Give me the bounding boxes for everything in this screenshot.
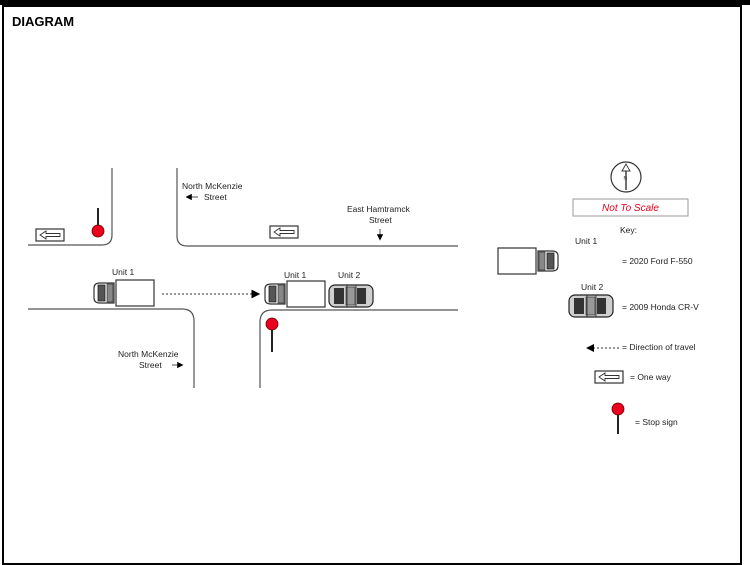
svg-text:= 2020 Ford F-550: = 2020 Ford F-550	[622, 256, 693, 266]
legend-title: Key:	[620, 225, 637, 235]
unit1-initial: Unit 1	[93, 267, 155, 307]
svg-text:Unit 1: Unit 1	[284, 270, 306, 280]
unit2-final: Unit 2	[328, 270, 374, 308]
svg-text:= One way: = One way	[630, 372, 672, 382]
stop-sign-bottom	[265, 317, 279, 352]
svg-text:Street: Street	[204, 192, 227, 202]
svg-text:Not To Scale: Not To Scale	[602, 203, 659, 214]
svg-text:Unit 2: Unit 2	[338, 270, 360, 280]
svg-text:Unit 2: Unit 2	[581, 282, 603, 292]
legend-oneway: = One way	[594, 370, 672, 384]
unit1-final: Unit 1	[264, 270, 326, 308]
oneway-sign-left	[35, 228, 65, 242]
svg-text:= 2009 Honda CR-V: = 2009 Honda CR-V	[622, 302, 699, 312]
legend-direction: = Direction of travel	[586, 342, 696, 352]
svg-text:Unit 1: Unit 1	[575, 236, 597, 246]
legend-unit2: Unit 2 = 2009 Honda CR-V	[568, 282, 699, 318]
road-edge-bottom-left	[28, 308, 195, 388]
svg-text:Street: Street	[369, 215, 392, 225]
top-border	[0, 0, 750, 5]
street-label-mckenzie-top: North McKenzie Street	[182, 181, 243, 202]
stop-sign-top	[91, 208, 105, 238]
svg-text:= Direction of travel: = Direction of travel	[622, 342, 696, 352]
svg-text:North McKenzie: North McKenzie	[182, 181, 243, 191]
diagram-title: DIAGRAM	[12, 14, 75, 29]
svg-text:Unit 1: Unit 1	[112, 267, 134, 277]
road-edge-top-left	[28, 168, 113, 246]
road-edges	[28, 168, 458, 388]
svg-text:Street: Street	[139, 360, 162, 370]
svg-text:North McKenzie: North McKenzie	[118, 349, 179, 359]
svg-text:East Hamtramck: East Hamtramck	[347, 204, 411, 214]
svg-text:N: N	[624, 176, 628, 182]
legend-stop-sign: = Stop sign	[611, 402, 678, 434]
not-to-scale-note: Not To Scale	[572, 198, 689, 217]
road-edge-top-right	[176, 168, 458, 247]
legend-unit1: Unit 1 = 2020 Ford F-550	[497, 236, 693, 275]
road-edge-bottom-right	[259, 309, 458, 388]
street-label-mckenzie-bottom: North McKenzie Street	[118, 349, 184, 370]
north-compass: N	[610, 161, 642, 193]
legend: Key: Unit 1 = 2020 Ford F-550 Unit 2 = 2…	[497, 225, 699, 434]
oneway-sign-right	[269, 225, 299, 239]
street-label-hamtramck: East Hamtramck Street	[347, 204, 411, 241]
svg-text:= Stop sign: = Stop sign	[635, 417, 678, 427]
